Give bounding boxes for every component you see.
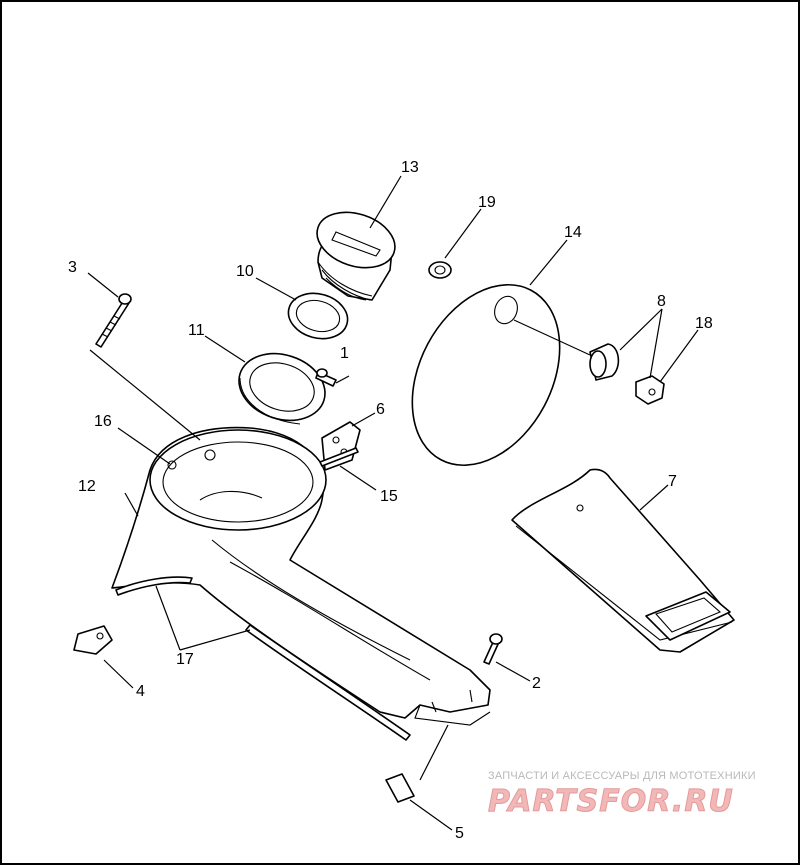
part-17-trim xyxy=(115,576,411,741)
callout-6: 6 xyxy=(376,401,385,418)
callout-13: 13 xyxy=(401,159,419,176)
part-3-screw xyxy=(95,293,132,348)
part-1-screw xyxy=(315,368,337,387)
callout-15: 15 xyxy=(380,488,398,505)
callout-14: 14 xyxy=(564,224,582,241)
part-19-nut xyxy=(428,261,452,279)
part-10-ring xyxy=(287,292,349,340)
callout-16: 16 xyxy=(94,413,112,430)
callout-8: 8 xyxy=(657,293,666,310)
callout-10: 10 xyxy=(236,263,254,280)
part-12-console xyxy=(111,426,491,726)
part-2-screw xyxy=(483,633,503,665)
callout-19: 19 xyxy=(478,194,496,211)
part-5-clip xyxy=(385,773,415,803)
callout-4: 4 xyxy=(136,683,145,700)
callout-11: 11 xyxy=(188,322,205,339)
watermark-logo: PARTSFOR.RU xyxy=(488,784,734,820)
callout-1: 1 xyxy=(340,345,349,362)
leader-lines xyxy=(87,175,699,831)
watermark: ЗАПЧАСТИ И АКСЕССУАРЫ ДЛЯ МОТОТЕХНИКИ PA… xyxy=(488,770,788,820)
part-13-fuel-cap xyxy=(316,211,396,301)
callout-18: 18 xyxy=(695,315,713,332)
part-14-panel xyxy=(411,283,591,467)
part-15-pin xyxy=(319,447,359,467)
part-8-grommet xyxy=(589,343,620,381)
watermark-caption: ЗАПЧАСТИ И АКСЕССУАРЫ ДЛЯ МОТОТЕХНИКИ xyxy=(488,770,756,782)
callout-2: 2 xyxy=(532,675,541,692)
callout-5: 5 xyxy=(455,825,464,842)
part-11-gasket xyxy=(238,352,326,425)
callout-12: 12 xyxy=(78,478,96,495)
callout-7: 7 xyxy=(668,473,677,490)
part-4-clip xyxy=(73,625,113,655)
callout-17: 17 xyxy=(176,651,194,668)
callout-labels: 1 2 3 4 5 6 7 8 10 11 12 13 14 15 16 17 … xyxy=(68,159,713,842)
callout-3: 3 xyxy=(68,259,77,276)
part-18-lock xyxy=(635,375,665,405)
part-7-pad xyxy=(511,468,735,653)
